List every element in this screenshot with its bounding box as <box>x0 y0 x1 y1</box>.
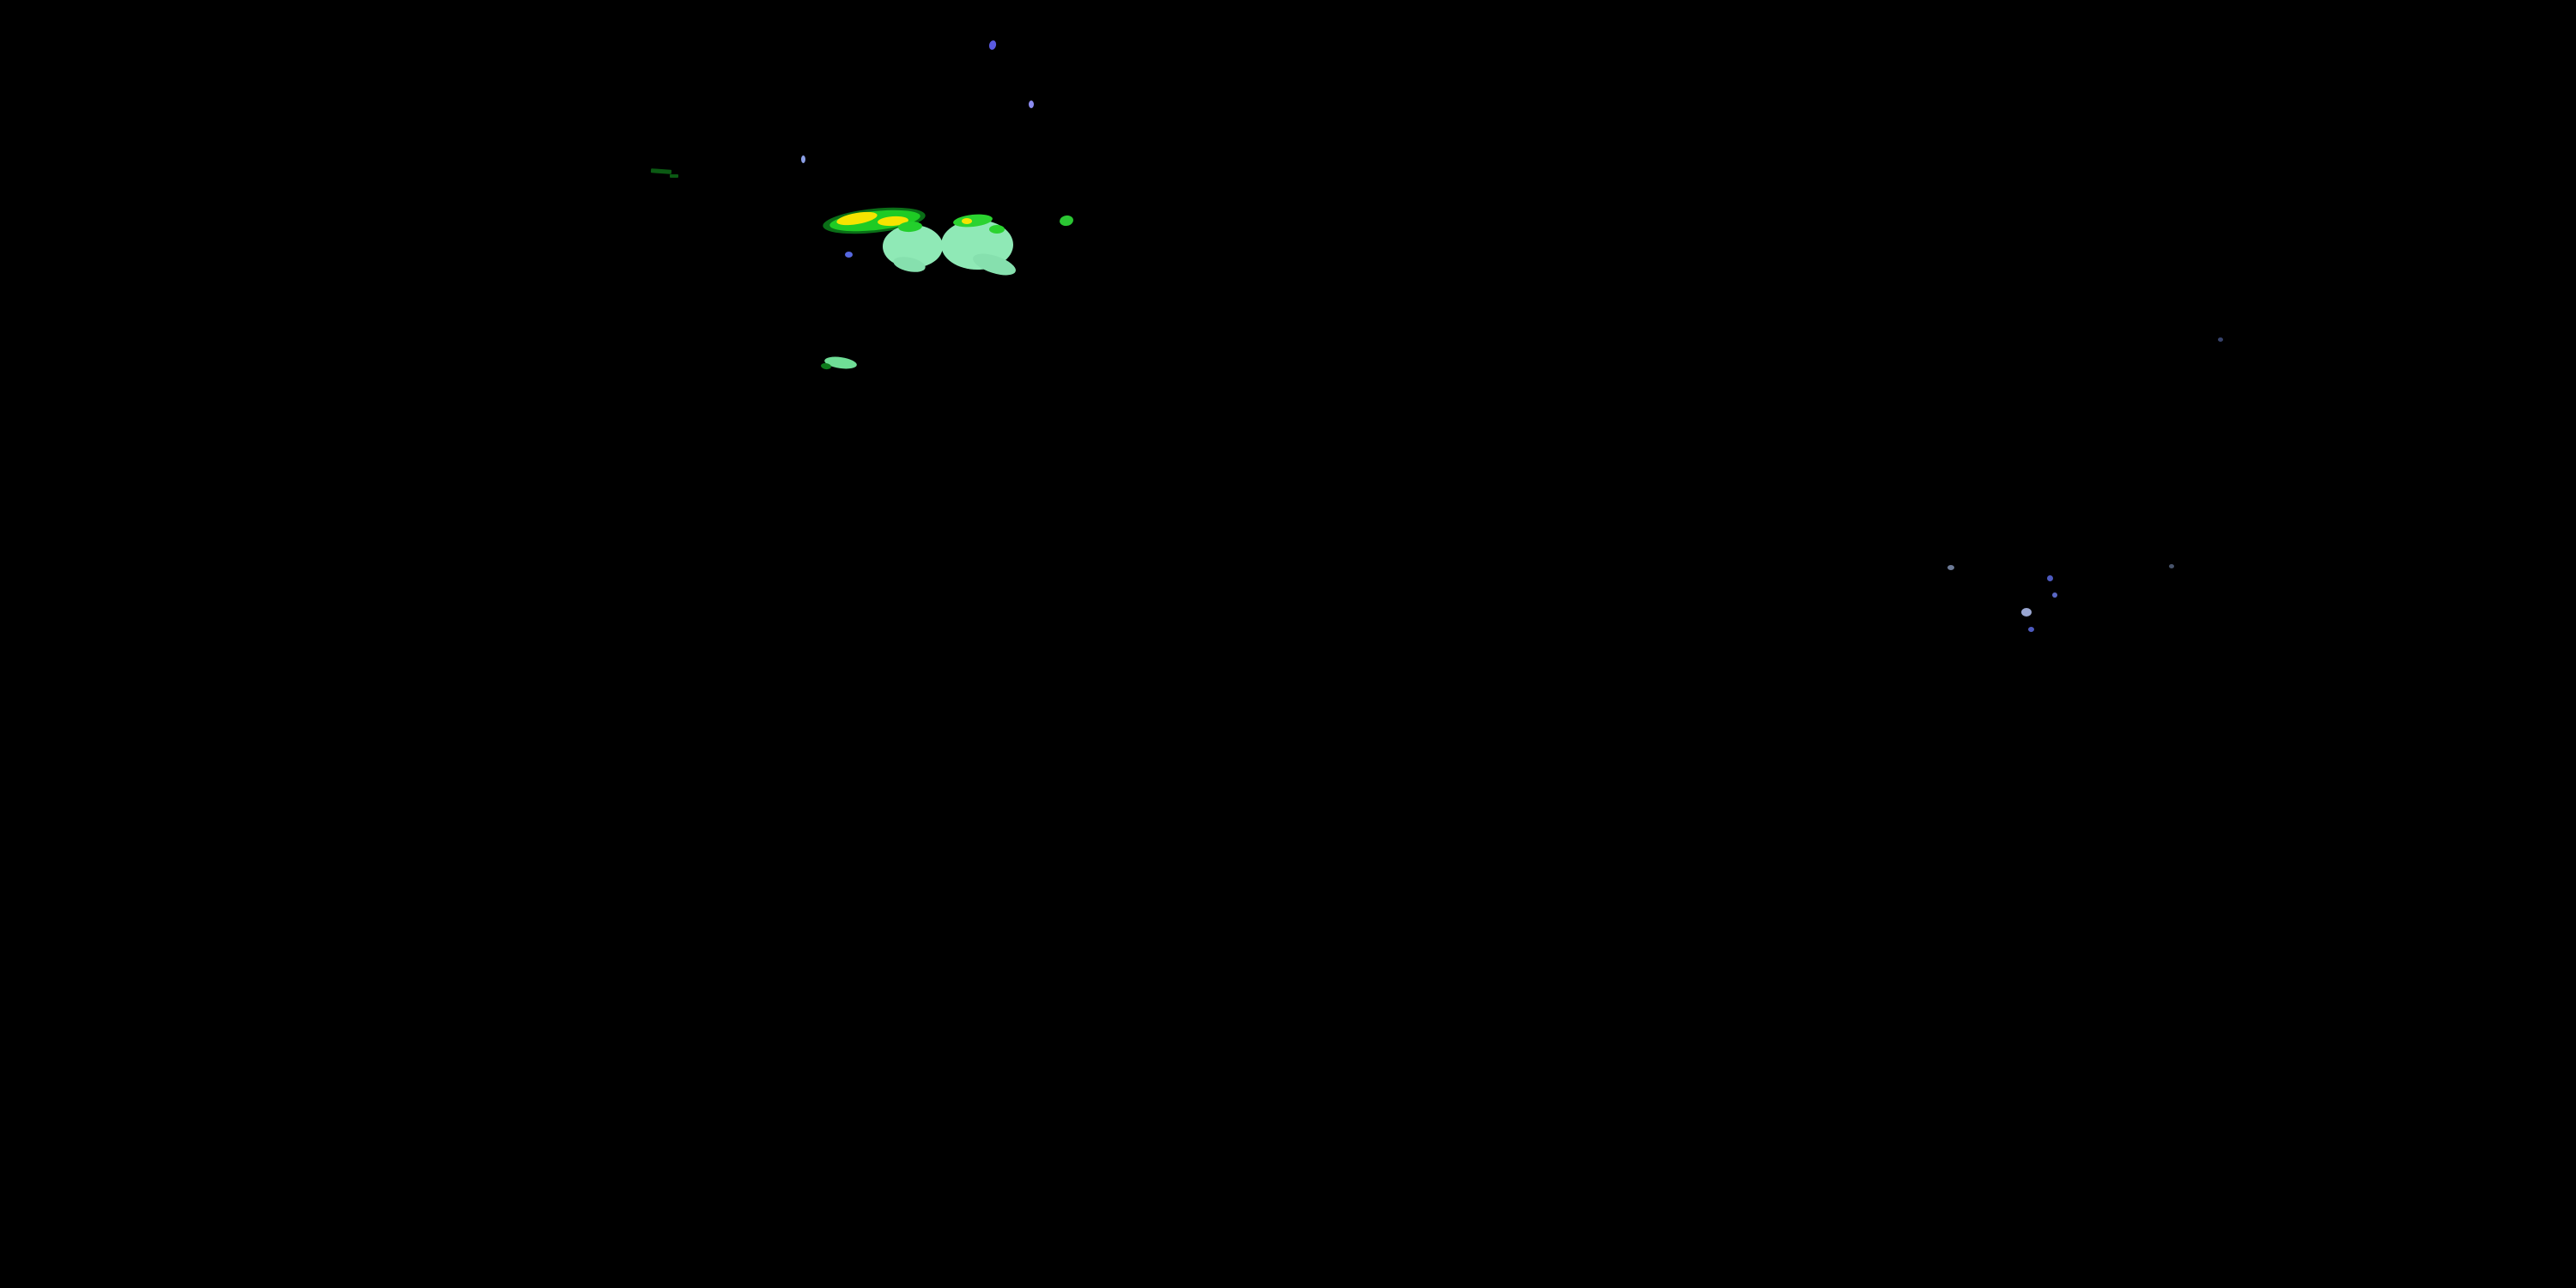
faint-blob-east-4 <box>2021 608 2032 617</box>
faint-speck-east-6 <box>2169 564 2174 568</box>
storm-band-yellow-left <box>835 209 878 228</box>
blue-speck-north-2 <box>1029 100 1034 108</box>
storm-cell-green-small-right <box>989 225 1005 234</box>
storm-cell-green-top-right <box>952 212 993 229</box>
blue-speck-west <box>801 155 805 163</box>
storm-cell-yellow-speck-right <box>962 218 972 224</box>
southwest-streak-dark-tip <box>820 362 832 370</box>
southwest-green-streak <box>823 355 858 371</box>
faint-speck-east-1 <box>1947 565 1954 570</box>
storm-band-dark-green-base <box>821 203 927 239</box>
storm-cell-green-fleck-middle <box>897 221 923 233</box>
blue-speck-north-1 <box>987 39 998 51</box>
storm-cell-pale-right-tail <box>970 249 1018 280</box>
faint-speck-northeast <box>2218 337 2223 342</box>
storm-band-bright-green <box>829 206 921 235</box>
storm-band-yellow-right <box>877 215 909 228</box>
faint-speck-east-3 <box>2052 592 2057 598</box>
storm-cell-pale-middle <box>883 225 943 268</box>
isolated-green-echo-east <box>1059 214 1074 228</box>
faint-speck-east-5 <box>2028 627 2034 632</box>
storm-cell-pale-right <box>941 220 1013 270</box>
storm-cell-pale-middle-tail <box>891 254 927 275</box>
dark-green-dash-west-2 <box>670 174 678 178</box>
storm-cluster-blue-speck <box>845 252 853 258</box>
dark-green-dash-west-1 <box>650 168 672 174</box>
faint-speck-east-2 <box>2047 575 2053 581</box>
